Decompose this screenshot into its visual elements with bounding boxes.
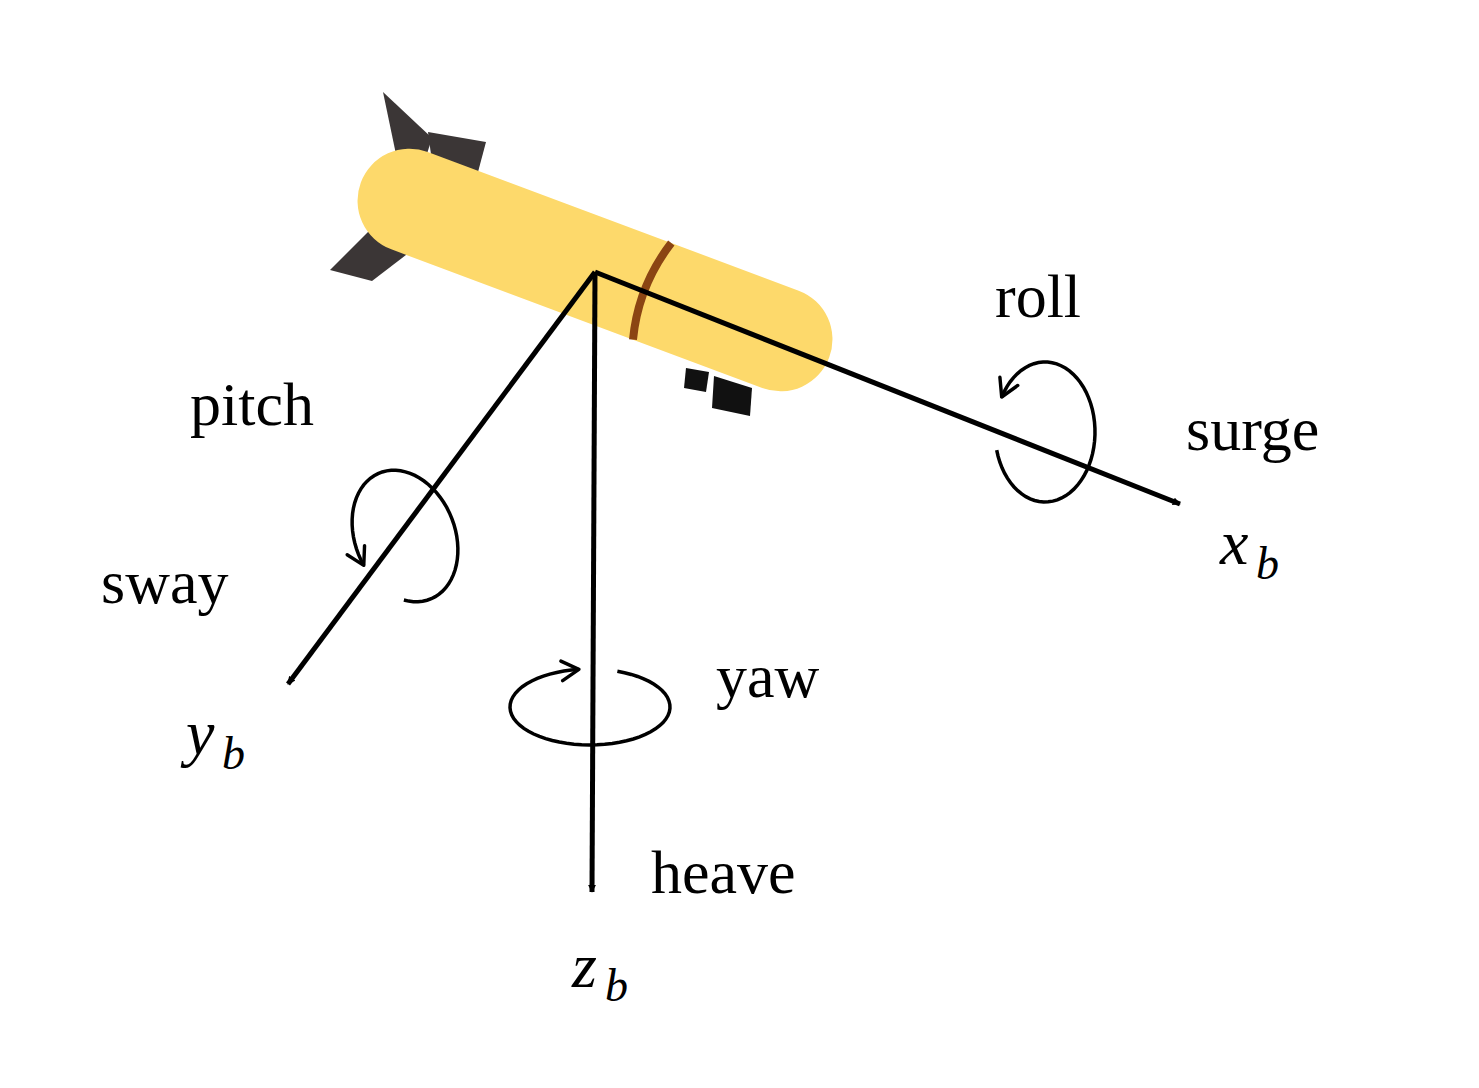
motion-label: surge xyxy=(1186,398,1319,460)
motion-label: sway xyxy=(101,551,228,613)
body-axes xyxy=(288,272,1180,892)
hull-band xyxy=(627,240,671,340)
thruster xyxy=(684,368,709,392)
y-axis xyxy=(288,272,595,684)
axis-symbol: y xyxy=(186,701,214,765)
axis-subscript: b xyxy=(222,731,245,777)
yaw-arrow xyxy=(510,669,670,745)
rotation-label: yaw xyxy=(716,645,819,707)
axis-symbol: z xyxy=(572,934,597,998)
thruster xyxy=(712,376,752,416)
axis-subscript: b xyxy=(1256,541,1279,587)
rotation-label: pitch xyxy=(190,373,314,435)
pitch-arrow xyxy=(333,454,477,618)
roll-arrow xyxy=(997,362,1095,502)
rotation-label: roll xyxy=(995,265,1081,327)
z-axis xyxy=(592,272,595,892)
axis-subscript: b xyxy=(605,963,628,1009)
motion-label: heave xyxy=(651,841,796,903)
x-axis xyxy=(595,272,1180,504)
rotation-arrows xyxy=(333,362,1095,745)
axis-symbol: x xyxy=(1220,511,1248,575)
